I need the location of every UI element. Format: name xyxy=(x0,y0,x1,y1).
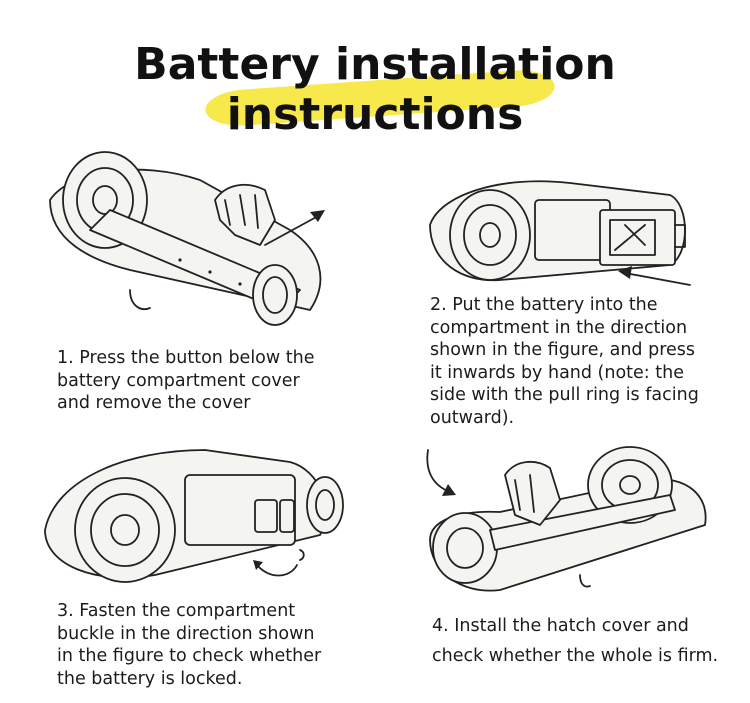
figure-remove-cover xyxy=(49,151,325,326)
step-4-text: 4. Install the hatch cover and check whe… xyxy=(432,616,719,666)
figure-insert-battery xyxy=(429,180,691,286)
step-2-text: 2. Put the battery into the compartment … xyxy=(430,295,699,428)
figure-install-hatch xyxy=(426,446,707,592)
figure-fasten-buckle xyxy=(44,449,344,583)
step-3-text: 3. Fasten the compartment buckle in the … xyxy=(57,601,322,689)
page-title-line-2: instructions xyxy=(226,89,524,140)
page-title-line-1: Battery installation xyxy=(134,39,616,90)
step-1-text: 1. Press the button below the battery co… xyxy=(57,348,315,413)
